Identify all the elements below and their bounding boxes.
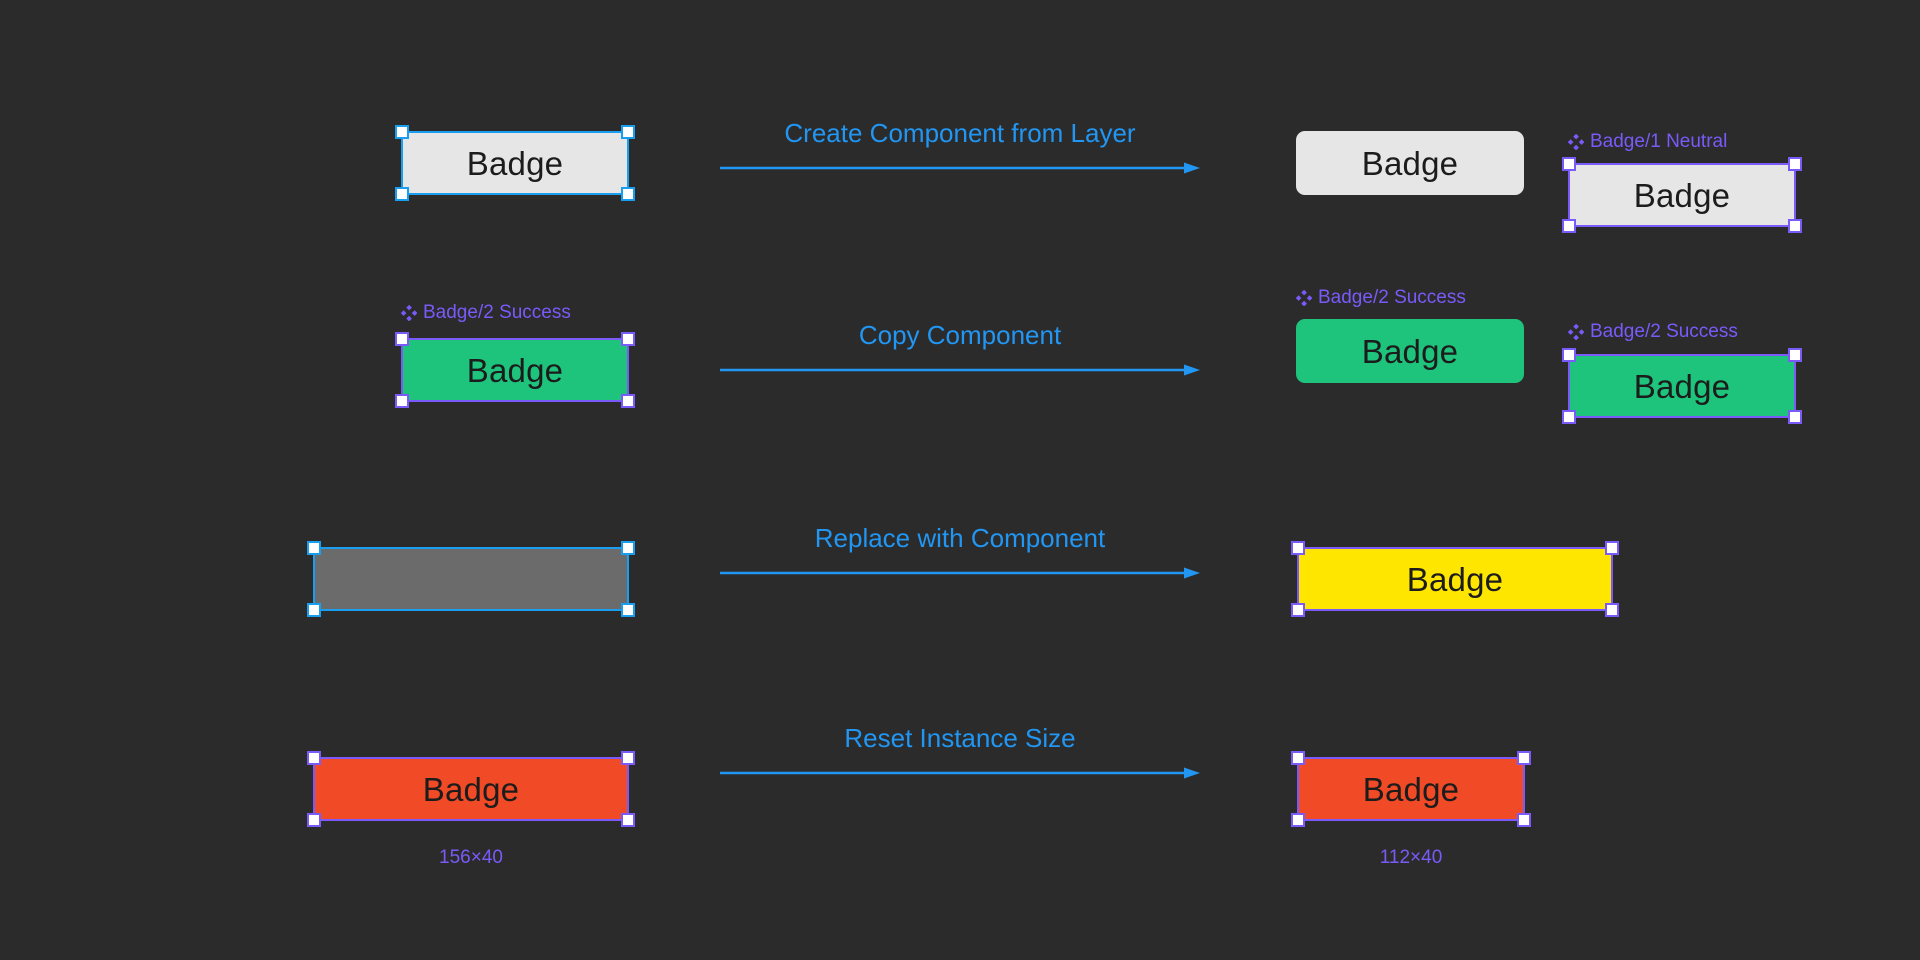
arrow-right-icon [720, 364, 1200, 376]
badge-before-success-component[interactable]: Badge [401, 338, 629, 402]
component-name-label-after-copy: Badge/2 Success [1568, 322, 1738, 341]
component-name-label-after-original: Badge/2 Success [1296, 288, 1466, 307]
component-diamond-icon [401, 304, 417, 321]
dimension-badge-before: 156×40 [439, 847, 503, 868]
badge-label: Badge [466, 144, 564, 182]
component-diamond-icon [1296, 289, 1312, 306]
badge-after-warning-instance[interactable]: Badge [1297, 547, 1613, 611]
arrow-caption: Copy Component [858, 320, 1062, 350]
badge-label: Badge [1361, 332, 1459, 370]
badge-label: Badge [466, 351, 564, 389]
badge-after-danger-default[interactable]: Badge [1297, 757, 1525, 821]
badge-after-success-copy[interactable]: Badge [1568, 354, 1796, 418]
component-name-text: Badge/2 Success [423, 302, 571, 323]
arrow-reset-instance-size: Reset Instance Size [720, 725, 1200, 785]
component-diamond-icon [1568, 323, 1584, 340]
badge-label: Badge [1633, 367, 1731, 405]
badge-after-success-original[interactable]: Badge [1296, 319, 1524, 383]
component-name-text: Badge/2 Success [1318, 287, 1466, 308]
badge-before-neutral-layer[interactable]: Badge [401, 131, 629, 195]
dimension-badge-after: 112×40 [1379, 847, 1443, 868]
arrow-create-component-from-layer: Create Component from Layer [720, 120, 1200, 180]
arrow-replace-with-component: Replace with Component [720, 525, 1200, 585]
badge-after-neutral-master[interactable]: Badge [1296, 131, 1524, 195]
badge-before-gray-placeholder[interactable] [313, 547, 629, 611]
badge-label: Badge [422, 770, 520, 808]
arrow-right-icon [720, 162, 1200, 174]
component-name-text: Badge/2 Success [1590, 321, 1738, 342]
badge-before-danger-resized[interactable]: Badge [313, 757, 629, 821]
component-name-label-before-badge-2-success: Badge/2 Success [401, 303, 571, 322]
arrow-caption: Replace with Component [814, 523, 1106, 553]
badge-label: Badge [1633, 176, 1731, 214]
badge-label: Badge [1362, 770, 1460, 808]
arrow-caption: Create Component from Layer [784, 118, 1136, 148]
arrow-caption: Reset Instance Size [844, 723, 1076, 753]
badge-label: Badge [1406, 560, 1504, 598]
component-diamond-icon [1568, 133, 1584, 150]
component-name-label-badge-1-neutral: Badge/1 Neutral [1568, 132, 1727, 151]
arrow-right-icon [720, 567, 1200, 579]
badge-label: Badge [1361, 144, 1459, 182]
badge-after-neutral-instance[interactable]: Badge [1568, 163, 1796, 227]
arrow-copy-component: Copy Component [720, 322, 1200, 382]
component-name-text: Badge/1 Neutral [1590, 131, 1728, 152]
arrow-right-icon [720, 767, 1200, 779]
